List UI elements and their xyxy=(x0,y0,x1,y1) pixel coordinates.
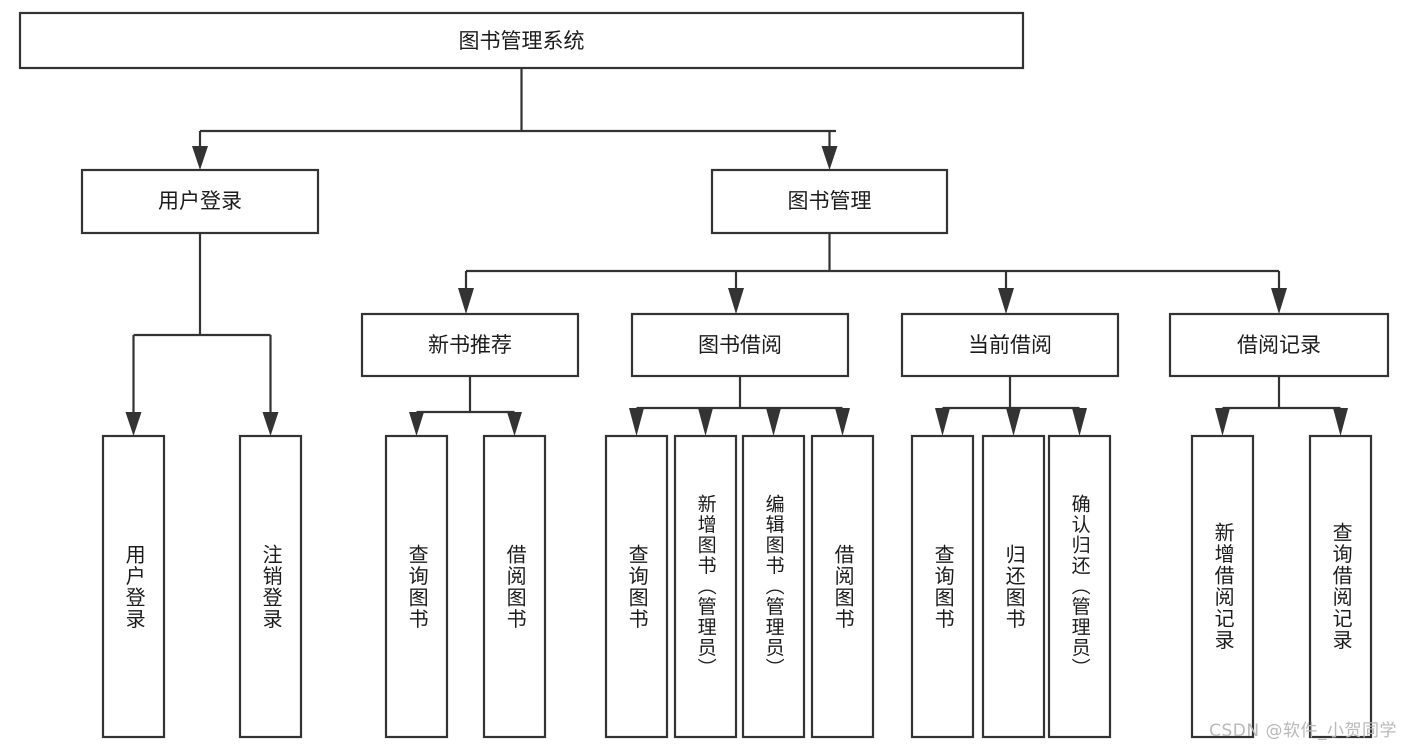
leaf-query-book-1-box[interactable] xyxy=(384,434,449,739)
node-new-book-rec-box[interactable] xyxy=(360,312,580,378)
edge-bookborrow-to-bus xyxy=(635,376,844,416)
node-layer: 图书管理系统 用户登录 图书管理 新书推荐 图书借阅 当前借阅 借阅记录 xyxy=(18,11,1390,739)
node-current-borrow-label: 当前借阅 xyxy=(968,333,1052,357)
leaf-edit-book-box[interactable] xyxy=(741,434,806,739)
arrowhead-layer xyxy=(125,146,1348,436)
csdn-watermark: CSDN @软件_小贺同学 xyxy=(1209,721,1397,741)
node-book-borrow-box[interactable] xyxy=(630,312,850,378)
leaf-borrow-book-2-box[interactable] xyxy=(810,434,875,739)
leaf-user-login-box[interactable] xyxy=(101,434,166,739)
edge-bookmanage-to-bus xyxy=(464,233,1281,288)
node-borrow-record-box[interactable] xyxy=(1168,312,1390,378)
node-book-borrow-label: 图书借阅 xyxy=(698,333,782,357)
leaf-query-book-3-box[interactable] xyxy=(910,434,975,739)
node-root-box[interactable] xyxy=(18,11,1025,70)
arrowhead-icon xyxy=(821,146,838,170)
connector-layer xyxy=(132,68,1342,416)
arrowhead-icon xyxy=(1006,408,1021,436)
arrowhead-icon xyxy=(1333,408,1348,436)
arrowhead-icon xyxy=(125,412,142,436)
arrowhead-icon xyxy=(629,408,644,436)
node-new-book-rec-label: 新书推荐 xyxy=(428,333,512,357)
node-borrow-record-label: 借阅记录 xyxy=(1237,333,1321,357)
leaf-borrow-book-1-box[interactable] xyxy=(482,434,547,739)
arrowhead-icon xyxy=(998,288,1014,314)
arrowhead-icon xyxy=(409,412,424,436)
leaf-logout-box[interactable] xyxy=(238,434,303,739)
edge-newbookrec-to-bus xyxy=(415,376,516,416)
arrowhead-icon xyxy=(507,412,522,436)
node-user-login-label: 用户登录 xyxy=(158,189,242,213)
arrowhead-icon xyxy=(458,288,474,314)
node-user-login-box[interactable] xyxy=(80,168,320,235)
leaf-add-record-box[interactable] xyxy=(1190,434,1255,739)
node-root-label: 图书管理系统 xyxy=(459,29,585,53)
node-book-manage-label: 图书管理 xyxy=(788,189,872,213)
arrowhead-icon xyxy=(935,408,950,436)
leaf-query-record-box[interactable] xyxy=(1308,434,1373,739)
arrowhead-icon xyxy=(1072,408,1087,436)
edge-userlogin-to-bus xyxy=(132,233,272,412)
edge-borrowrecord-to-bus xyxy=(1221,376,1342,416)
node-current-borrow-box[interactable] xyxy=(900,312,1120,378)
arrowhead-icon xyxy=(192,146,208,170)
arrowhead-icon xyxy=(835,408,850,436)
arrowhead-icon xyxy=(262,412,279,436)
arrowhead-icon xyxy=(1215,408,1230,436)
arrowhead-icon xyxy=(698,408,713,436)
node-book-manage-box[interactable] xyxy=(710,168,949,235)
leaf-query-book-2-box[interactable] xyxy=(604,434,669,739)
arrowhead-icon xyxy=(766,408,781,436)
leaf-return-book-box[interactable] xyxy=(981,434,1046,739)
arrowhead-icon xyxy=(1271,288,1287,314)
edge-root-to-bus xyxy=(198,68,836,146)
arrowhead-icon xyxy=(728,288,744,314)
leaf-add-book-box[interactable] xyxy=(673,434,738,739)
leaf-confirm-return-box[interactable] xyxy=(1047,434,1112,739)
